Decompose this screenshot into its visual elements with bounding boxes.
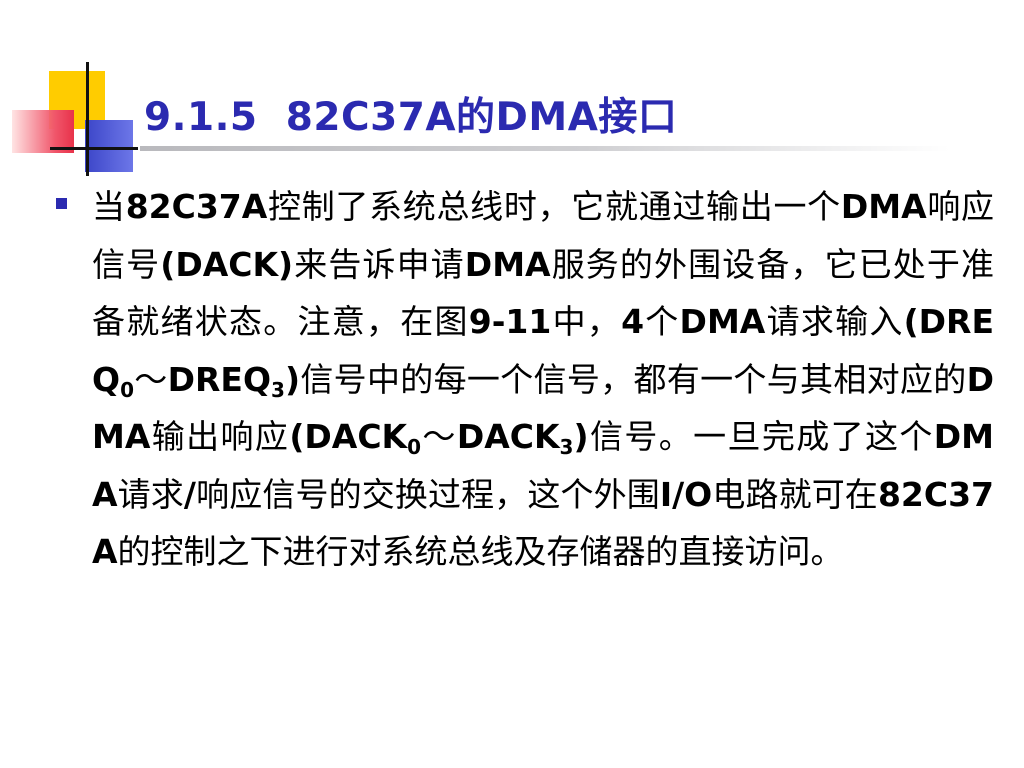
text-run: 输出响应 (150, 417, 290, 456)
text-run: 当 (92, 187, 126, 226)
logo-blue-block (85, 120, 133, 172)
logo-vertical-line (86, 62, 89, 176)
subscript-run: 3 (271, 377, 285, 402)
bold-run: (DREQ (92, 302, 995, 399)
text-run: 电路就可在 (712, 474, 878, 514)
bullet-text: 当82C37A控制了系统总线时，它就通过输出一个DMA响应信号(DACK)来告诉… (92, 178, 994, 581)
text-run: 的控制之下进行对系统总线及存储器的直接访问。 (117, 532, 844, 571)
bold-run: DMA (840, 187, 927, 226)
logo-horizontal-line (50, 147, 138, 150)
text-run: 请求输入 (765, 302, 904, 341)
text-run: 信号。一旦完成了这个 (588, 417, 934, 456)
bullet-square-icon (56, 198, 67, 209)
text-run: ～ (133, 359, 168, 399)
text-run: 来告诉申请 (293, 244, 465, 284)
text-run: ～ (421, 417, 457, 456)
bold-run: 9-11 (468, 302, 552, 341)
subscript-run: 0 (407, 435, 422, 459)
bold-run: / (183, 474, 196, 514)
title-underline (140, 146, 950, 151)
bold-run: 4 (621, 302, 645, 341)
bold-run: 82C37A (125, 187, 268, 226)
bold-run: DACK (456, 417, 560, 456)
bold-run: 82C37A (92, 474, 995, 572)
logo-red-block (12, 110, 74, 153)
subscript-run: 3 (559, 435, 574, 459)
text-run: 中， (551, 302, 622, 341)
bold-run: DMA (92, 359, 994, 457)
bold-run: DMA (679, 302, 766, 341)
bold-run: DMA (464, 244, 551, 284)
bold-run: DREQ (167, 359, 272, 399)
text-run: 响应信号的交换过程，这个外围 (195, 474, 660, 514)
bold-run: ) (573, 417, 589, 456)
bold-run: DMA (92, 417, 995, 514)
text-run: 个 (644, 302, 680, 341)
bold-run: ) (284, 359, 301, 399)
bold-run: (DACK (289, 417, 408, 456)
text-run: 请求 (117, 474, 184, 514)
text-run: 服务的外围设备，它已处于准备就绪状态。注意，在图 (92, 244, 995, 342)
text-run: 控制了系统总线时，它就通过输出一个 (267, 187, 841, 226)
bold-run: (DACK) (160, 244, 294, 284)
subscript-run: 0 (120, 377, 134, 402)
slide-title: 9.1.5 82C37A的DMA接口 (144, 95, 678, 140)
text-run: 信号中的每一个信号，都有一个与其相对应的 (300, 359, 967, 399)
text-run: 响应信号 (92, 187, 995, 284)
bold-run: I/O (659, 474, 713, 514)
